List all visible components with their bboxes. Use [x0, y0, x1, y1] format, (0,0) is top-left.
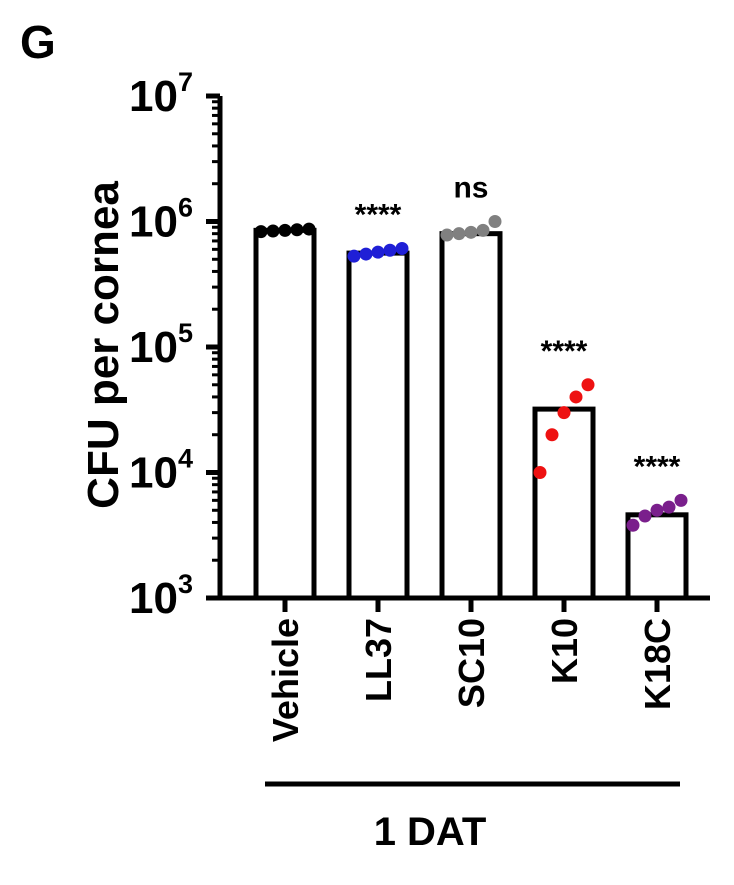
data-point — [533, 466, 547, 479]
data-point — [545, 428, 559, 442]
significance-label: **** — [634, 450, 681, 483]
data-point — [569, 390, 583, 404]
significance-label: **** — [541, 335, 588, 368]
bars-layer — [253, 227, 689, 601]
x-tick-label: K18C — [637, 618, 678, 710]
panel-label: G — [20, 16, 56, 68]
data-point — [302, 222, 316, 236]
data-point — [347, 249, 361, 263]
data-point — [359, 247, 373, 261]
data-point — [557, 406, 571, 420]
x-tick-label: LL37 — [358, 618, 399, 702]
data-point — [395, 241, 409, 255]
y-tick-label: 103 — [129, 569, 193, 623]
y-tick-label: 107 — [129, 67, 193, 121]
y-tick-label: 105 — [129, 318, 193, 372]
bar — [439, 231, 503, 601]
bar — [625, 512, 689, 601]
bar — [253, 227, 317, 601]
data-point — [440, 228, 454, 242]
category-labels: Vehicle LL37 SC10 K10 K18C — [265, 618, 678, 742]
points-layer — [254, 215, 688, 532]
significance-label: **** — [355, 198, 402, 231]
data-point — [650, 503, 664, 517]
data-point — [464, 225, 478, 239]
y-axis: 103 104 105 106 107 — [129, 67, 710, 623]
data-point — [626, 518, 640, 532]
x-tick-label: K10 — [544, 618, 585, 684]
data-point — [638, 509, 652, 523]
data-point — [674, 493, 688, 507]
data-point — [452, 227, 466, 241]
y-tick-label: 106 — [129, 193, 193, 247]
data-point — [581, 378, 595, 392]
data-point — [254, 225, 268, 239]
data-point — [488, 215, 502, 228]
bar — [532, 406, 596, 601]
y-tick-label: 104 — [129, 444, 193, 498]
data-point — [476, 223, 490, 237]
significance-label: ns — [453, 172, 488, 205]
data-point — [278, 223, 292, 237]
data-point — [383, 243, 397, 257]
x-tick-label: Vehicle — [265, 618, 306, 742]
y-axis-label: CFU per cornea — [79, 181, 128, 509]
data-point — [662, 500, 676, 514]
bar — [346, 250, 410, 601]
group-label: 1 DAT — [374, 810, 487, 854]
data-point — [290, 223, 304, 237]
data-point — [266, 224, 280, 238]
significance-layer: **** ns **** **** — [355, 172, 681, 484]
x-tick-label: SC10 — [451, 618, 492, 708]
data-point — [371, 245, 385, 259]
